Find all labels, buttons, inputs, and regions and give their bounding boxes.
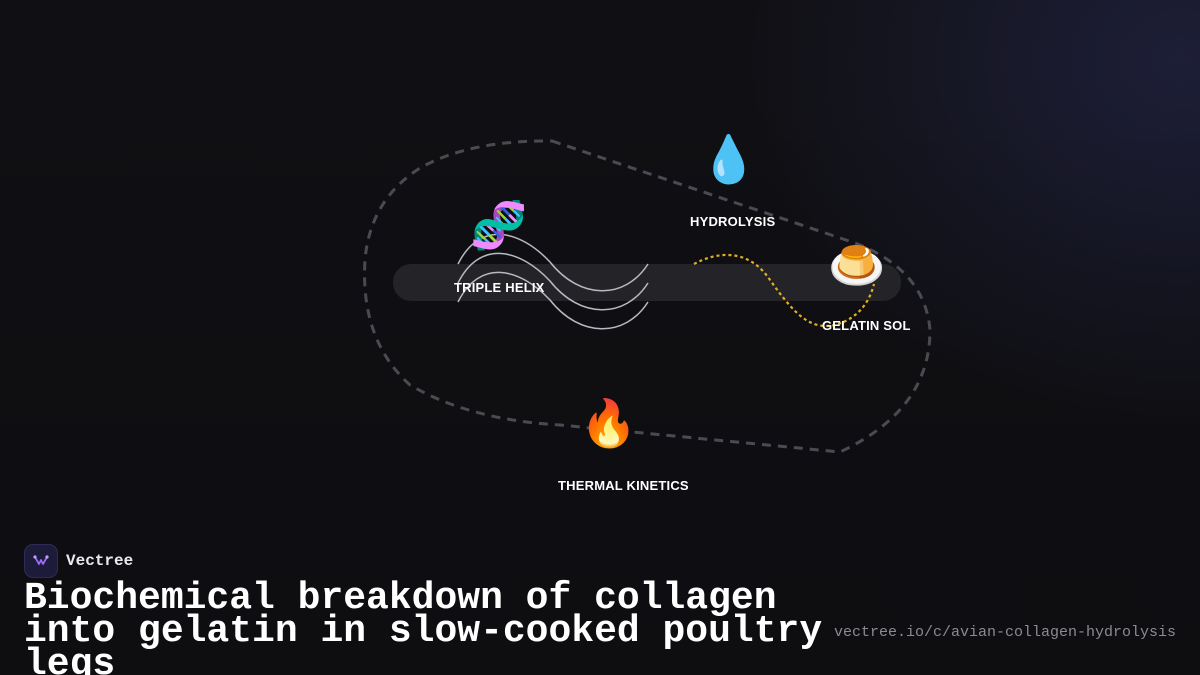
node-label-gelatin-sol: GELATIN SOL — [822, 318, 911, 333]
gelatin-sol-path — [693, 253, 876, 327]
brand-name: Vectree — [66, 552, 134, 570]
helix-strands — [457, 233, 649, 330]
node-label-triple-helix: TRIPLE HELIX — [454, 280, 545, 295]
page-title: Biochemical breakdown of collagen into g… — [24, 577, 823, 675]
dna-icon: 🧬 — [470, 198, 528, 252]
water-droplet-icon: 💧 — [700, 132, 758, 186]
node-label-thermal-kinetics: THERMAL KINETICS — [558, 478, 689, 493]
custard-pudding-icon: 🍮 — [828, 238, 886, 292]
node-label-hydrolysis: HYDROLYSIS — [690, 214, 776, 229]
source-url[interactable]: vectree.io/c/avian-collagen-hydrolysis — [833, 624, 1176, 641]
fire-icon: 🔥 — [580, 396, 638, 450]
brand[interactable]: Vectree — [24, 544, 133, 578]
center-band — [393, 264, 901, 301]
vectree-logo-icon — [24, 544, 58, 578]
